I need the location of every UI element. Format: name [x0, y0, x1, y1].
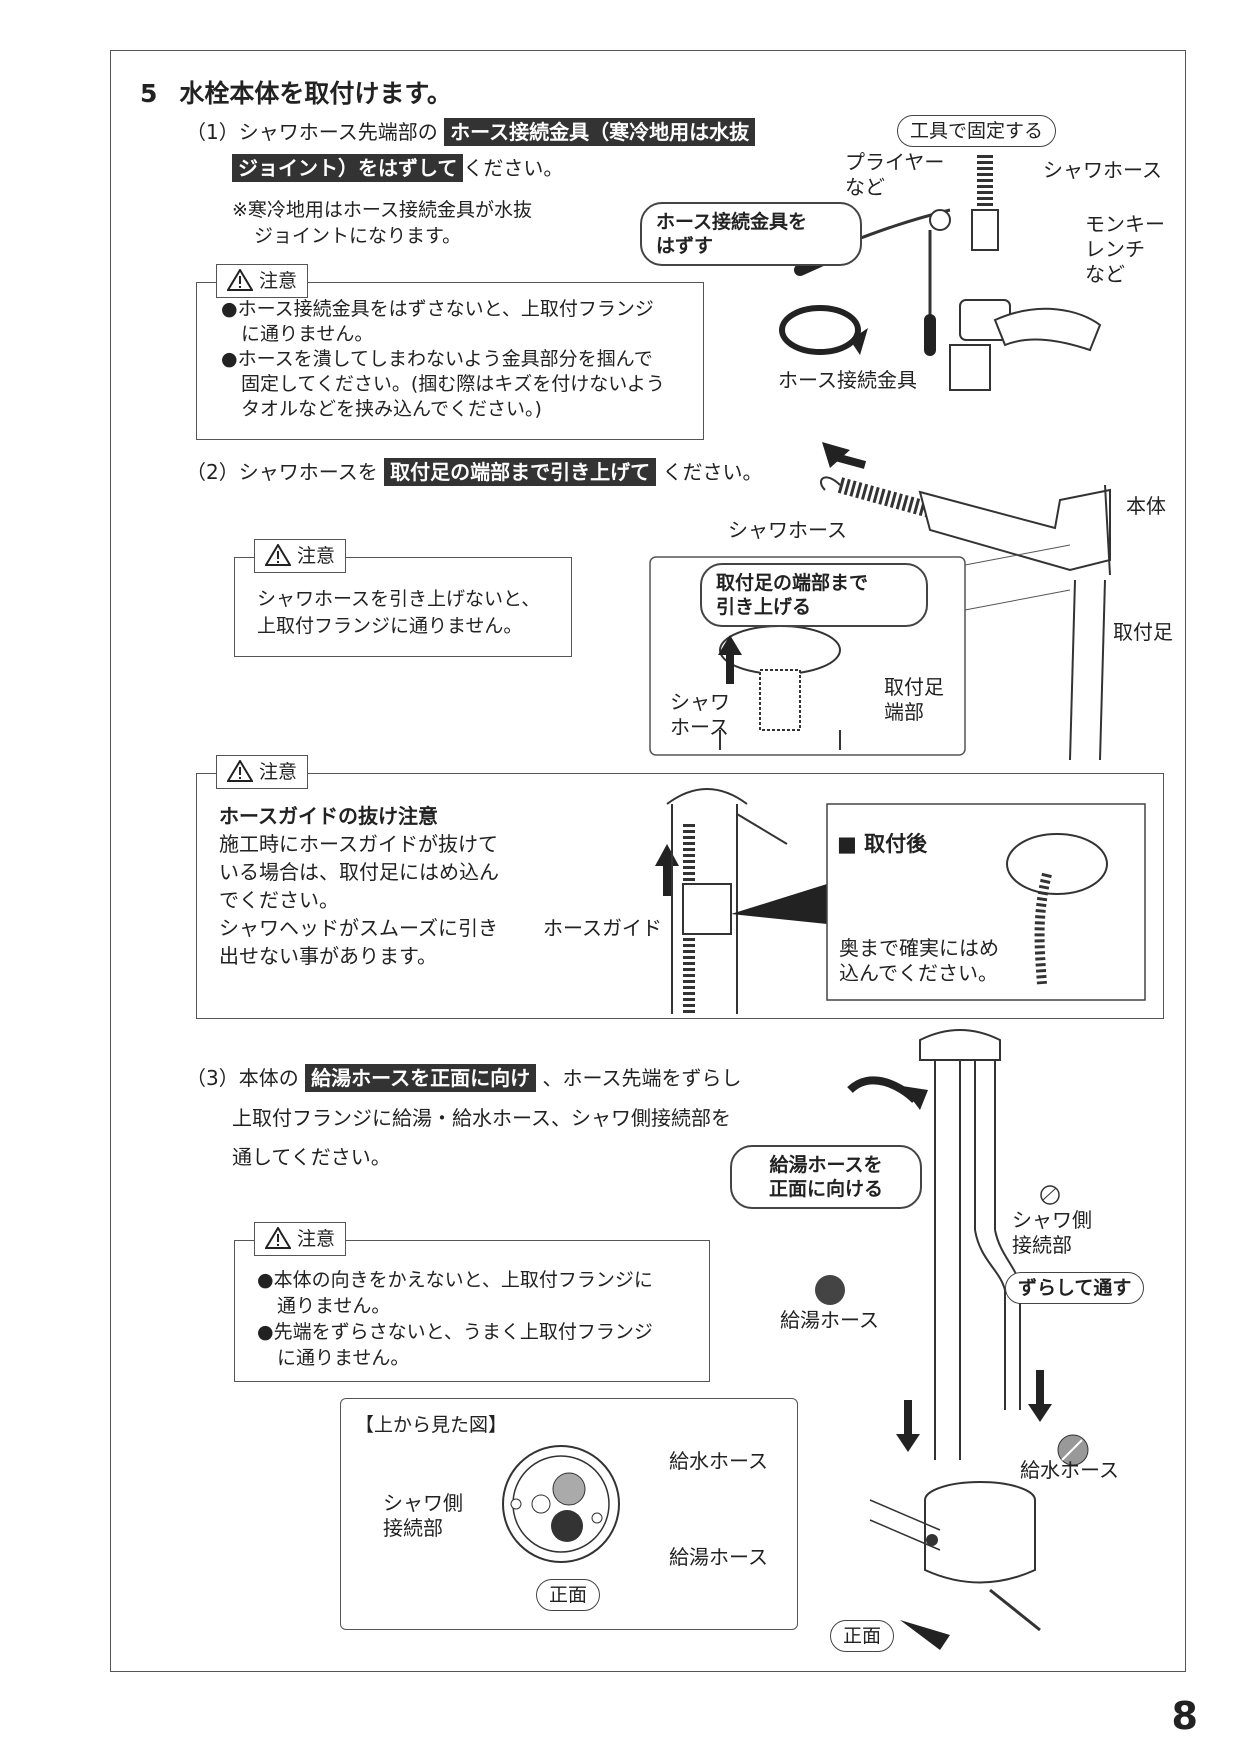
top-view-front: 正面	[536, 1579, 601, 1611]
fitting-label: ホース接続金具	[778, 368, 917, 392]
step1-illustration	[779, 155, 1102, 391]
step1-note-1: ※寒冷地用はホース接続金具が水抜	[232, 199, 532, 221]
body-label: 本体	[1126, 494, 1166, 518]
shower-hose-label: シャワホース	[728, 518, 847, 542]
top-view-title: 【上から見た図】	[355, 1414, 508, 1436]
step1-highlight-b: ジョイント）をはずして	[232, 154, 464, 182]
inset-shower-hose-label: シャワ	[670, 690, 730, 714]
hose-guide-illustration	[655, 788, 1146, 1014]
step2-caution-tab: 注意	[254, 539, 347, 573]
step2-line: （2）シャワホースを 取付足の端部まで引き上げて ください。	[186, 458, 763, 486]
top-view-diagram	[502, 1445, 620, 1563]
shower-side-label-2: 接続部	[1012, 1233, 1072, 1257]
top-view-shower-side-2: 接続部	[383, 1516, 443, 1540]
top-view-hot-hose: 給湯ホース	[669, 1545, 768, 1569]
warning-icon	[265, 1227, 291, 1249]
warning-icon	[227, 269, 253, 291]
leg-end-label: 取付足	[884, 675, 944, 699]
pliers-label: プライヤー	[845, 150, 945, 174]
wrench-label: モンキー	[1085, 212, 1165, 236]
guide-caution-box: ホースガイドの抜け注意 施工時にホースガイドが抜けて いる場合は、取付足にはめ込…	[196, 773, 1164, 1019]
leg-label: 取付足	[1113, 620, 1173, 644]
wrench-label-2: レンチ	[1085, 237, 1145, 261]
wrench-label-3: など	[1085, 262, 1125, 286]
step3-line3: 通してください。	[232, 1145, 391, 1169]
warning-icon	[265, 544, 291, 566]
section-heading: 5 水栓本体を取付けます。	[140, 74, 452, 110]
warning-icon	[227, 760, 253, 782]
top-view-shower-side: シャワ側	[383, 1491, 463, 1515]
shower-side-label: シャワ側	[1012, 1208, 1092, 1232]
step1-caution-text: ●ホース接続金具をはずさないと、上取付フランジ に通りません。 ●ホースを潰して…	[221, 298, 665, 420]
pliers-label-2: など	[845, 175, 885, 199]
hose-guide-label: ホースガイド	[543, 916, 662, 940]
step3-line1: （3）本体の 給湯ホースを正面に向け 、ホース先端をずらし	[186, 1064, 742, 1092]
front-label: 正面	[830, 1620, 895, 1652]
guide-caution-heading: ホースガイドの抜け注意	[219, 804, 438, 828]
top-view-box: 【上から見た図】 給水ホース シャワ側 接続部 給湯ホース 正面	[340, 1398, 798, 1630]
after-install-note: 奥まで確実にはめ	[839, 936, 999, 960]
step2-highlight: 取付足の端部まで引き上げて	[384, 458, 657, 486]
guide-caution-tab: 注意	[216, 755, 309, 789]
after-install-title: ■ 取付後	[837, 832, 928, 856]
step1-note-2: ジョイントになります。	[254, 225, 462, 247]
step1-line1: （1）シャワホース先端部の ホース接続金具（寒冷地用は水抜	[186, 118, 756, 146]
cold-hose-label: 給水ホース	[1020, 1458, 1119, 1482]
page-frame	[110, 50, 1186, 1672]
step3-caution-box: ●本体の向きをかえないと、上取付フランジに 通りません。 ●先端をずらさないと、…	[234, 1240, 710, 1382]
section-number: 5	[140, 79, 158, 108]
step2-caution-box: シャワホースを引き上げないと、 上取付フランジに通りません。	[234, 557, 572, 657]
after-install-note-2: 込んでください。	[839, 961, 998, 985]
shift-through-callout: ずらして通す	[1005, 1272, 1145, 1304]
page-number: 8	[1171, 1694, 1198, 1738]
tool-callout: 工具で固定する	[897, 115, 1057, 147]
remove-fitting-callout: ホース接続金具を はずす	[640, 202, 862, 266]
top-view-cold-hose: 給水ホース	[669, 1449, 768, 1473]
face-front-callout: 給湯ホースを 正面に向ける	[730, 1145, 922, 1209]
step1-highlight-a: ホース接続金具（寒冷地用は水抜	[444, 118, 756, 146]
leg-end-label-2: 端部	[884, 700, 924, 724]
step1-line2: ジョイント）をはずしてください。	[232, 154, 563, 182]
inset-shower-hose-label-2: ホース	[670, 715, 729, 739]
pull-up-callout: 取付足の端部まで 引き上げる	[700, 563, 928, 627]
hot-hose-label: 給湯ホース	[780, 1308, 879, 1332]
step3-caution-tab: 注意	[254, 1222, 347, 1256]
step3-line2: 上取付フランジに給湯・給水ホース、シャワ側接続部を	[232, 1106, 731, 1130]
step3-illustration	[815, 1029, 1089, 1650]
section-title: 水栓本体を取付けます。	[179, 79, 452, 108]
step1-caution-tab: 注意	[216, 264, 309, 298]
step1-caution-box: ●ホース接続金具をはずさないと、上取付フランジ に通りません。 ●ホースを潰して…	[196, 282, 704, 440]
step3-highlight: 給湯ホースを正面に向け	[305, 1064, 537, 1092]
shower-hose-label: シャワホース	[1043, 158, 1162, 182]
